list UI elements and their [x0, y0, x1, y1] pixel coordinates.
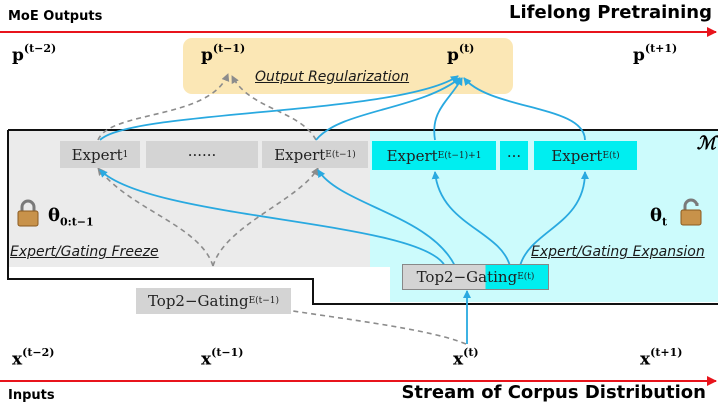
output-p-t: p(t) — [447, 42, 475, 66]
blue-arrow-gating-to-expert1 — [99, 169, 446, 267]
input-x-t-minus-1: x(t−1) — [201, 346, 244, 370]
inputs-label: Inputs — [8, 388, 55, 403]
expansion-region — [370, 130, 718, 302]
stream-label: Stream of Corpus Distribution — [401, 382, 706, 403]
input-x-t-plus-1: x(t+1) — [640, 346, 683, 370]
theta-frozen: θ0:t−1 — [48, 205, 94, 229]
blue-arrow-gating-to-expert-last — [519, 171, 589, 267]
blue-arrow-gating-to-expertE — [317, 169, 456, 267]
output-p-t-minus-1: p(t−1) — [201, 42, 246, 66]
input-x-t: x(t) — [453, 346, 479, 370]
model-outline — [7, 129, 718, 305]
unlocked-padlock-icon — [680, 198, 702, 226]
gray-arrow-gating-to-expertE — [212, 167, 319, 267]
lifelong-pretraining-label: Lifelong Pretraining — [509, 2, 712, 23]
expansion-label: Expert/Gating Expansion — [531, 244, 705, 260]
freeze-label: Expert/Gating Freeze — [10, 244, 159, 260]
theta-expanded: θt — [650, 205, 668, 229]
gray-arrow-expertE-to-p — [231, 75, 317, 141]
output-regularization-region — [183, 38, 513, 94]
blue-arrow-expertE-to-p — [315, 77, 461, 141]
model-symbol: ℳ — [696, 133, 716, 154]
output-regularization-label: Output Regularization — [255, 69, 410, 85]
blue-arrow-gating-to-expert-first — [431, 171, 511, 267]
output-p-t-plus-1: p(t+1) — [633, 42, 678, 66]
frozen-experts-ellipsis: ······ — [146, 141, 258, 168]
locked-padlock-icon — [17, 199, 39, 227]
blue-arrow-expert-first-to-p — [433, 77, 463, 141]
new-experts-ellipsis: ··· — [500, 141, 528, 170]
moe-outputs-label: MoE Outputs — [8, 9, 103, 24]
input-x-t-minus-2: x(t−2) — [12, 346, 55, 370]
blue-arrow-expert1-to-p — [99, 75, 459, 141]
blue-arrow-expert-last-to-p — [463, 77, 586, 141]
gray-arrow-expert1-to-p — [97, 73, 230, 141]
output-p-t-minus-2: p(t−2) — [12, 42, 57, 66]
